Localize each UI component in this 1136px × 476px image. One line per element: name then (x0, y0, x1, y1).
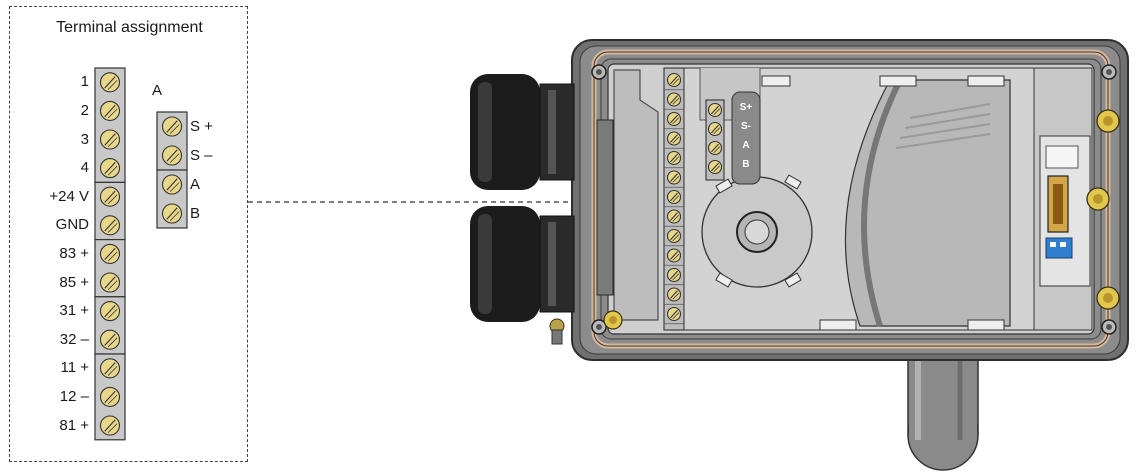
terminal-label: S – (190, 146, 213, 164)
terminal-screw (99, 129, 121, 150)
terminal-screw (99, 243, 121, 264)
terminal-screw (99, 272, 121, 293)
device-terminal-strip (663, 67, 685, 331)
terminal-label: 32 – (59, 330, 89, 348)
terminal-label: 11 + (60, 359, 90, 377)
terminal-screw (99, 100, 121, 121)
device-terminal-screw (666, 306, 682, 322)
device-terminal-screw (666, 248, 682, 263)
cable-gland-bottom (470, 206, 575, 322)
terminal-screw (161, 174, 183, 195)
terminal-screw (99, 386, 121, 407)
positioner-device: S+ S- AB (470, 39, 1129, 471)
device-group-a-strip (705, 99, 725, 181)
cable-gland-top (470, 74, 575, 190)
terminal-label: 12 – (59, 387, 89, 405)
terminal-screw (99, 186, 121, 207)
terminal-screw (99, 329, 121, 350)
corner-screws (591, 64, 1117, 335)
terminal-label: 83 + (59, 244, 89, 262)
terminal-screw (99, 215, 121, 236)
terminal-screw (161, 116, 183, 137)
device-terminal-screw (707, 140, 723, 156)
device-terminal-screw (666, 209, 682, 224)
device-terminal-screw (666, 287, 682, 302)
terminal-screw (161, 203, 183, 224)
terminal-screw (99, 358, 121, 379)
device-terminal-screw (666, 92, 682, 107)
terminal-screw (161, 145, 183, 166)
indicator-dome (907, 354, 979, 471)
terminal-screw (99, 72, 121, 93)
device-terminal-label: B (742, 159, 749, 170)
device-label-tag (731, 91, 761, 185)
terminal-label: 81 + (59, 416, 89, 434)
terminal-label: 2 (80, 101, 89, 119)
terminal-label: 31 + (59, 302, 89, 320)
brass-screws (603, 109, 1120, 330)
device-terminal-screw (666, 111, 682, 127)
device-terminal-labels: S+ S- AB (740, 102, 753, 170)
device-terminal-screw (707, 121, 723, 137)
device-terminal-screw (666, 150, 682, 166)
terminal-label: 1 (80, 73, 89, 91)
device-terminal-screw (666, 189, 682, 205)
terminal-label: B (190, 204, 201, 222)
terminal-label: GND (55, 216, 89, 234)
device-terminal-label: S- (741, 121, 751, 132)
terminal-label: S + (190, 117, 213, 135)
legend-title: Terminal assignment (56, 19, 203, 36)
device-terminal-label: A (742, 140, 749, 151)
terminal-screw (99, 415, 121, 436)
terminal-label: 85 + (59, 273, 89, 291)
device-terminal-screw (666, 131, 682, 146)
rotary-dial (701, 174, 813, 288)
device-terminal-screw (666, 170, 682, 185)
group-a-terminal-strip (156, 111, 188, 229)
terminal-label: 3 (80, 130, 89, 148)
device-terminal-screw (666, 72, 682, 88)
terminal-label: 4 (80, 159, 89, 177)
device-terminal-screw (666, 228, 682, 244)
terminal-screw (99, 158, 121, 179)
main-terminal-strip (94, 67, 126, 441)
group-a-label: A (152, 82, 163, 99)
device-terminal-screw (666, 267, 682, 283)
device-terminal-label: S+ (740, 102, 753, 113)
device-terminal-screw (707, 102, 723, 118)
device-terminal-screw (707, 159, 723, 175)
blue-jumper (1045, 237, 1073, 259)
terminal-label: A (190, 175, 201, 193)
terminal-label: +24 V (49, 187, 89, 205)
terminal-screw (99, 301, 121, 322)
terminal-assignment-box: Terminal assignment (9, 6, 248, 462)
